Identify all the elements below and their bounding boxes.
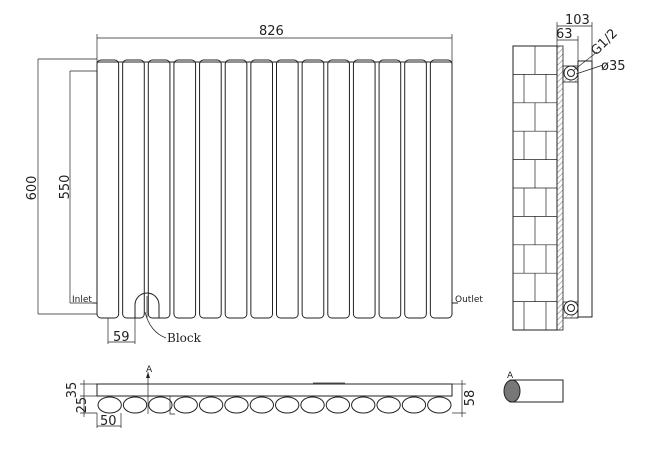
height-550-dimension: 550 [58, 70, 97, 304]
pipe-diameter-label: ø35 [601, 59, 626, 74]
radiator-column [327, 59, 350, 319]
front-columns [96, 59, 453, 319]
radiator-side-panel [577, 60, 593, 318]
plan-element [427, 396, 452, 414]
front-view: 826 600 550 Inlet Outlet [25, 24, 483, 345]
width-dimension: 826 [96, 24, 453, 64]
plan-element [376, 396, 401, 414]
plan-element [173, 396, 198, 414]
block-label: Block [167, 331, 202, 345]
radiator-column [378, 59, 402, 319]
radiator-column [404, 59, 427, 319]
height-550-label: 550 [58, 175, 73, 200]
plan-58-label: 58 [463, 390, 478, 407]
plan-element [325, 396, 351, 414]
plan-element [300, 396, 325, 414]
height-600-label: 600 [25, 176, 40, 201]
plan-element [198, 396, 224, 414]
wall-gap-dimension: 63 [556, 27, 579, 62]
plan-elements [97, 396, 452, 414]
block-leader [144, 311, 167, 339]
side-view: 103 63 G1/2 ø35 [512, 13, 626, 331]
thread-label: G1/2 [588, 26, 621, 59]
section-mark-label: A [507, 371, 514, 381]
plan-element [224, 396, 249, 414]
plan-25-label: 25 [75, 397, 90, 414]
radiator-column [199, 59, 222, 319]
depth-label: 103 [565, 13, 590, 28]
plan-element [97, 396, 122, 414]
plan-view: 35 25 50 58 A [65, 365, 478, 429]
radiator-column [429, 59, 453, 319]
pipe-offset-dimension: 59 [107, 318, 136, 345]
wall-gap-label: 63 [556, 27, 573, 42]
section-end-ellipse [503, 379, 521, 403]
radiator-column [276, 59, 299, 319]
plan-element [249, 396, 275, 414]
plan-element [401, 396, 427, 414]
radiator-column [173, 59, 197, 319]
radiator-column [96, 59, 120, 319]
plan-35-label: 35 [65, 382, 80, 399]
brick-pattern [513, 46, 557, 330]
radiator-column [352, 59, 376, 319]
plan-header-bar [96, 383, 453, 397]
pipe-offset-label: 59 [113, 330, 130, 345]
radiator-column [250, 59, 273, 319]
wall-face-hatch [556, 45, 564, 331]
plan-element [122, 396, 148, 414]
section-a: A [503, 371, 564, 403]
plan-50-label: 50 [100, 414, 117, 429]
block-arch [134, 292, 160, 318]
section-bracket [169, 396, 175, 415]
depth-dimension: 103 [556, 13, 593, 62]
radiator-column [301, 59, 325, 319]
radiator-column [224, 59, 248, 319]
plan-element [148, 396, 173, 414]
plan-element [275, 396, 300, 414]
outlet-label: Outlet [455, 295, 483, 305]
radiator-column [122, 59, 145, 319]
width-label: 826 [259, 24, 284, 39]
inlet-label: Inlet [72, 295, 92, 305]
radiator-column [147, 59, 171, 319]
section-mark-top: A [146, 365, 153, 375]
plan-element [351, 396, 376, 414]
height-600-dimension: 600 [25, 58, 97, 315]
